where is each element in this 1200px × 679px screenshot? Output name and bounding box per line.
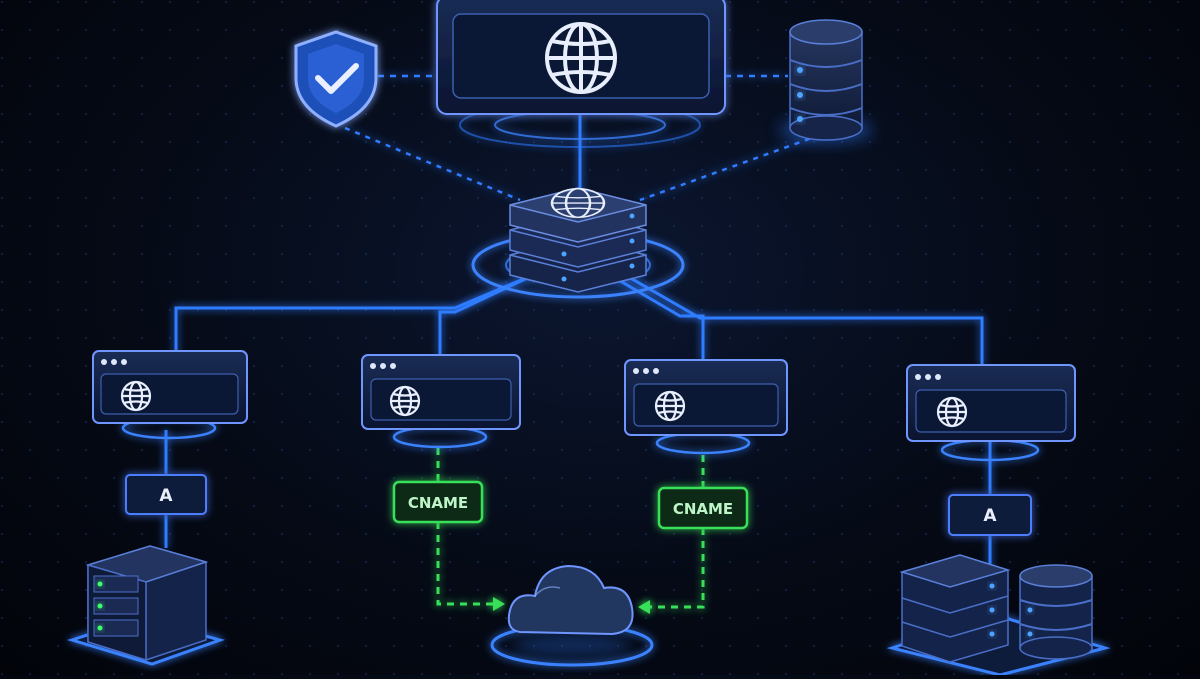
record-cname-left: CNAME	[392, 480, 484, 524]
globe-icon	[120, 380, 152, 412]
record-cname-right-label: CNAME	[673, 500, 733, 518]
database-icon	[780, 19, 872, 142]
host-window-1	[92, 350, 248, 440]
link-cname-right-to-cloud	[645, 528, 705, 609]
arrow-head-left	[493, 597, 505, 611]
host-window-3	[624, 359, 788, 455]
top-globe-node	[436, 0, 726, 148]
cloud-icon	[490, 564, 654, 667]
link-shield-to-hub	[344, 126, 521, 202]
globe-icon	[654, 390, 686, 422]
server-database-icon	[886, 554, 1111, 677]
record-a-right: A	[948, 494, 1032, 536]
link-cname-left-to-cloud	[436, 522, 498, 606]
host-window-2	[361, 354, 521, 449]
cname-links	[436, 448, 705, 609]
connection-lines	[164, 74, 992, 575]
record-a-right-label: A	[983, 506, 997, 526]
link-hub-to-host-3	[609, 273, 705, 360]
record-a-left: A	[125, 474, 207, 515]
record-cname-right: CNAME	[657, 486, 749, 530]
globe-icon	[389, 385, 421, 417]
host-window-4	[906, 364, 1076, 462]
shield-check-icon	[294, 30, 378, 128]
globe-icon	[936, 396, 968, 428]
hub-globe-icon	[550, 188, 606, 218]
dns-hub-server	[471, 187, 685, 299]
record-a-left-label: A	[159, 486, 173, 506]
link-hub-to-host-1	[174, 270, 541, 355]
server-rack-icon	[66, 545, 226, 666]
link-hub-to-host-4	[619, 270, 984, 365]
globe-icon	[545, 22, 617, 94]
arrow-head-right	[638, 600, 650, 614]
link-hub-to-host-2	[438, 270, 541, 356]
record-cname-left-label: CNAME	[408, 494, 468, 512]
